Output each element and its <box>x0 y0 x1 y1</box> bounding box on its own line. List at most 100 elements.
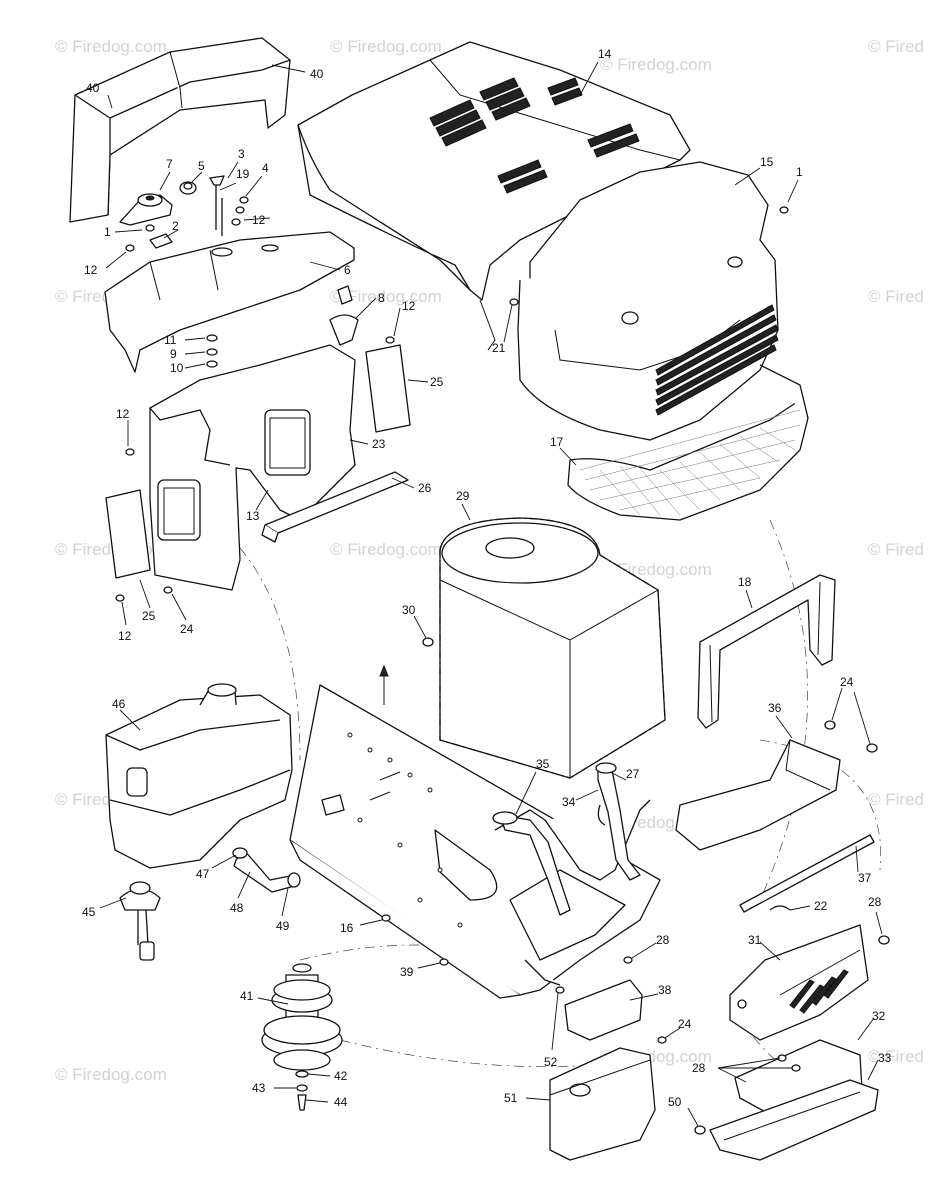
callout-21: 21 <box>492 341 506 355</box>
watermark: © Fired <box>868 540 924 559</box>
muffler-guard <box>729 924 890 1041</box>
callout-38: 38 <box>658 983 672 997</box>
grille-slats <box>655 304 779 416</box>
rod <box>739 834 875 913</box>
callout-11: 11 <box>164 333 177 347</box>
callout-44: 44 <box>334 1095 348 1109</box>
callout-10: 10 <box>170 361 184 375</box>
engine <box>439 517 666 779</box>
callout-51: 51 <box>504 1091 518 1105</box>
callout-34: 34 <box>562 795 576 809</box>
callout-12: 12 <box>118 629 132 643</box>
callout-48: 48 <box>230 901 244 915</box>
watermark: © Firedog.com <box>600 55 712 74</box>
dash-brace <box>261 471 409 543</box>
watermark: © Firedog.com <box>55 1065 167 1084</box>
leader-lines <box>99 61 883 1127</box>
callout-25: 25 <box>142 609 156 623</box>
callout-37: 37 <box>858 871 872 885</box>
callout-8: 8 <box>378 291 385 305</box>
callout-24: 24 <box>840 675 854 689</box>
watermark: © Firedog.com <box>55 37 167 56</box>
callout-17: 17 <box>550 435 564 449</box>
callout-1: 1 <box>104 225 111 239</box>
callout-46: 46 <box>112 697 126 711</box>
muffler-mount <box>564 979 643 1041</box>
front-bracket <box>697 574 836 729</box>
callout-33: 33 <box>878 1051 892 1065</box>
callout-9: 9 <box>170 347 177 361</box>
callout-31: 31 <box>748 933 762 947</box>
front-grille <box>517 161 779 441</box>
callout-15: 15 <box>760 155 774 169</box>
callout-22: 22 <box>814 899 828 913</box>
bolts <box>115 206 801 1135</box>
callout-16: 16 <box>340 921 354 935</box>
callout-26: 26 <box>418 481 432 495</box>
callout-6: 6 <box>344 263 351 277</box>
callout-52: 52 <box>544 1055 558 1069</box>
watermark: © Firedog.com <box>330 287 442 306</box>
fender-deck <box>104 231 355 373</box>
watermark: © Fired <box>868 37 924 56</box>
hood-vents <box>429 77 640 194</box>
callout-23: 23 <box>372 437 386 451</box>
callout-14: 14 <box>598 47 612 61</box>
watermark: © Firedog.com <box>330 540 442 559</box>
callout-25: 25 <box>430 375 444 389</box>
callout-19: 19 <box>236 167 250 181</box>
fuel-sender <box>119 881 161 961</box>
muffler-bracket <box>709 1039 879 1161</box>
callout-40: 40 <box>310 67 324 81</box>
callout-27: 27 <box>626 767 640 781</box>
callout-1: 1 <box>796 165 803 179</box>
watermark: © Firedog.com <box>330 37 442 56</box>
callout-43: 43 <box>252 1081 266 1095</box>
callout-36: 36 <box>768 701 782 715</box>
callout-5: 5 <box>198 159 205 173</box>
callout-29: 29 <box>456 489 470 503</box>
callout-42: 42 <box>334 1069 348 1083</box>
fuel-tank <box>105 683 293 869</box>
callout-47: 47 <box>196 867 210 881</box>
watermark: © Fired <box>868 287 924 306</box>
callout-45: 45 <box>82 905 96 919</box>
hood <box>297 41 691 351</box>
fuel-line <box>232 847 301 893</box>
front-bumper-mesh <box>567 364 809 521</box>
watermark: © Firedog.com <box>55 540 167 559</box>
side-plates <box>105 344 411 579</box>
callout-24: 24 <box>678 1017 692 1031</box>
callout-40: 40 <box>86 81 100 95</box>
callouts: 40 40 14 15 1 3 7 5 19 4 2 1 12 12 6 8 1… <box>82 47 892 1109</box>
heat-shield <box>675 720 878 851</box>
watermark: © Fired <box>868 1047 924 1066</box>
callout-12: 12 <box>252 213 266 227</box>
callout-13: 13 <box>246 509 260 523</box>
callout-35: 35 <box>536 757 550 771</box>
callout-41: 41 <box>240 989 254 1003</box>
seat-lever <box>206 285 395 368</box>
dash-panel <box>149 344 356 591</box>
seat-hardware <box>119 175 249 252</box>
exhaust-pipes <box>492 762 641 916</box>
callout-2: 2 <box>172 219 179 233</box>
callout-32: 32 <box>872 1009 886 1023</box>
callout-7: 7 <box>166 157 173 171</box>
muffler <box>549 1047 656 1161</box>
seat-pad <box>69 37 291 223</box>
callout-28: 28 <box>868 895 882 909</box>
callout-12: 12 <box>84 263 98 277</box>
guard-slots <box>789 969 849 1014</box>
callout-39: 39 <box>400 965 414 979</box>
callout-24: 24 <box>180 622 194 636</box>
callout-28: 28 <box>656 933 670 947</box>
callout-12: 12 <box>116 407 130 421</box>
callout-3: 3 <box>238 147 245 161</box>
callout-50: 50 <box>668 1095 682 1109</box>
callout-4: 4 <box>262 161 269 175</box>
callout-30: 30 <box>402 603 416 617</box>
watermark: © Fired <box>868 790 924 809</box>
callout-49: 49 <box>276 919 290 933</box>
